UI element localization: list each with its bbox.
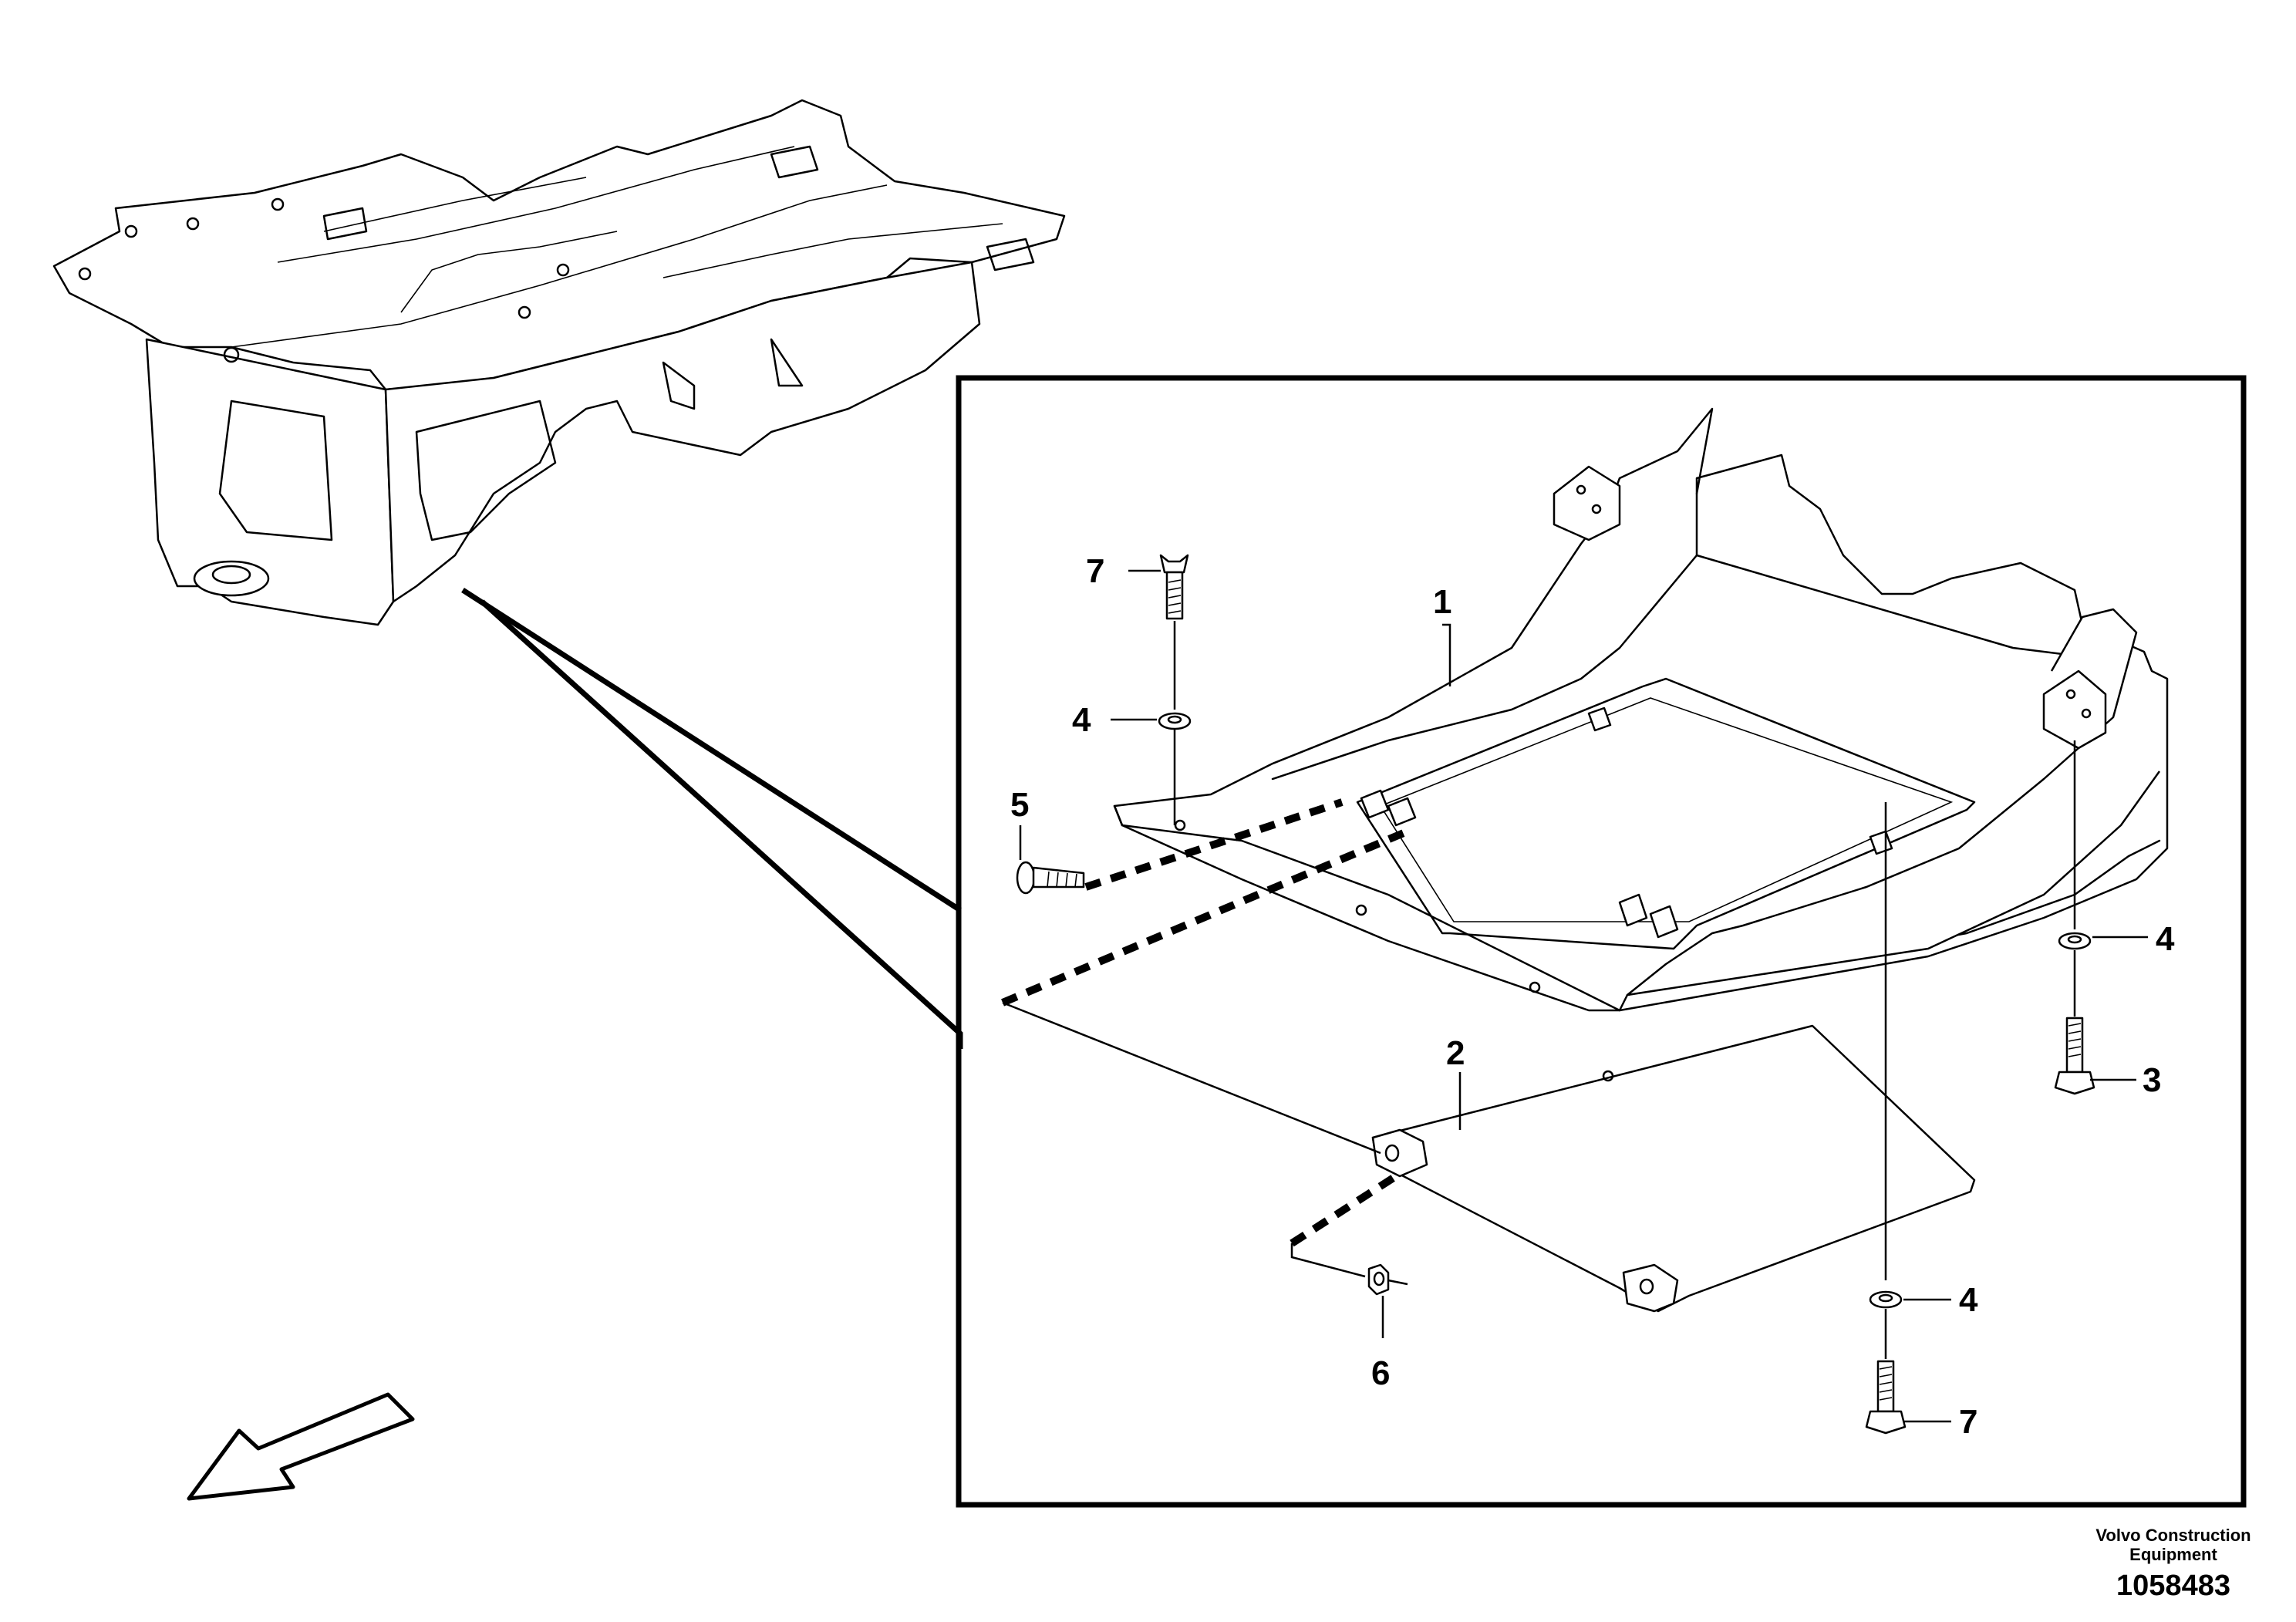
callout-6: 6 [1371,1354,1390,1392]
credit-line-2: Equipment [2129,1545,2217,1564]
callout-2: 2 [1446,1034,1465,1072]
washer-4-right [2058,932,2092,950]
callout-4-upper: 4 [1072,701,1091,739]
callout-1: 1 [1433,583,1451,621]
bolt-7-upper [1159,554,1189,620]
callout-3: 3 [2143,1061,2161,1099]
part-1-belly-guard [1113,407,2169,1012]
part-2-cover-plate [1371,1024,1976,1313]
washer-4-upper [1158,712,1192,730]
callout-7-lower: 7 [1959,1403,1977,1441]
callout-5: 5 [1010,786,1029,824]
detail-frame [956,375,2247,1508]
bolt-3 [2054,1017,2095,1095]
direction-arrow [187,1392,415,1501]
document-number: 1058483 [2116,1570,2230,1602]
nut-6 [1367,1263,1390,1296]
bolt-7-lower [1865,1360,1907,1435]
zoom-indicator-lines [461,588,963,1049]
credit-line-1: Volvo Construction [2095,1526,2250,1545]
callout-leaders [1019,569,2148,1423]
washer-4-lower [1869,1290,1903,1309]
callout-7-upper: 7 [1086,552,1104,590]
assembly-lines [1001,621,2076,1359]
callout-4-lower: 4 [1959,1281,1978,1319]
machine-frame-drawing [52,99,1066,626]
callout-4-right: 4 [2156,920,2175,958]
screw-5 [1016,861,1085,895]
